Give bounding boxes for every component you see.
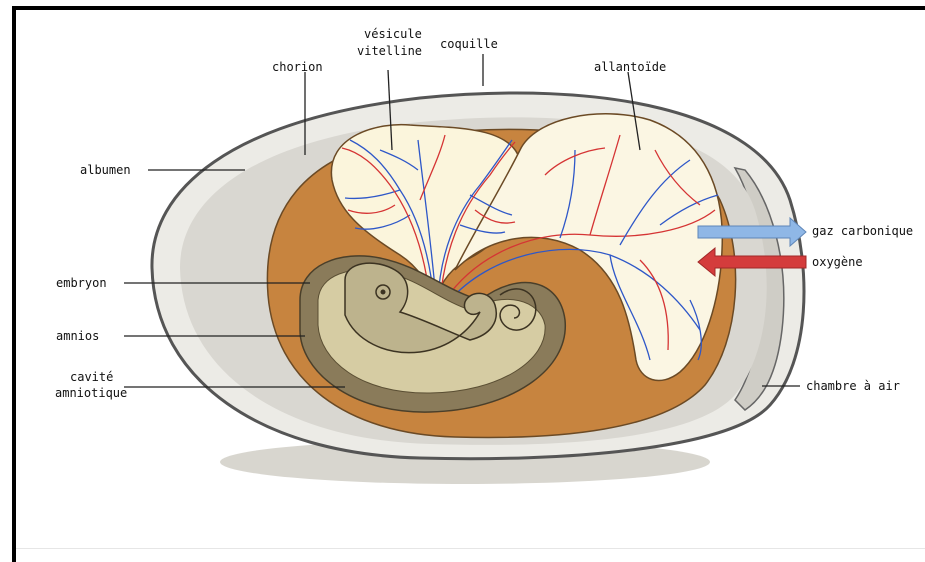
label-chambre-a-air: chambre à air bbox=[806, 379, 900, 393]
embryo-pupil bbox=[381, 290, 386, 295]
label-cavite-line1: cavité bbox=[70, 370, 113, 384]
label-vesicule-line1: vésicule bbox=[364, 27, 422, 41]
label-allantoide: allantoïde bbox=[594, 60, 666, 74]
label-oxygene: oxygène bbox=[812, 255, 863, 269]
label-vesicule-line2: vitelline bbox=[357, 44, 422, 58]
label-cavite-line2: amniotique bbox=[55, 386, 127, 400]
label-embryon: embryon bbox=[56, 276, 107, 290]
label-albumen: albumen bbox=[80, 163, 131, 177]
label-gaz-carbonique: gaz carbonique bbox=[812, 224, 913, 238]
label-amnios: amnios bbox=[56, 329, 99, 343]
label-chorion: chorion bbox=[272, 60, 323, 74]
label-coquille: coquille bbox=[440, 37, 498, 51]
